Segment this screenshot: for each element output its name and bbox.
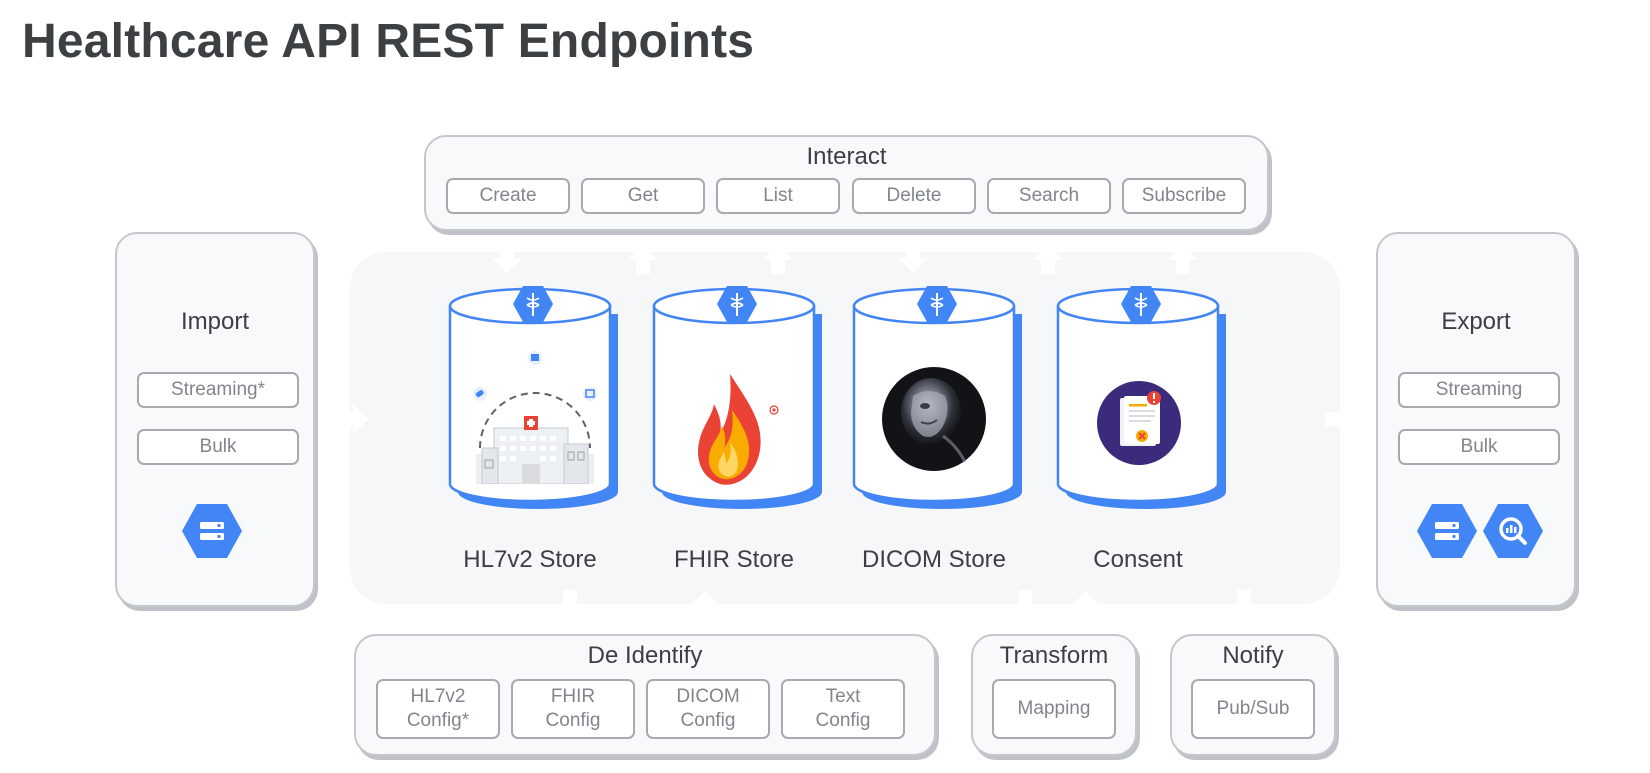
interact-search-button[interactable]: Search bbox=[987, 178, 1111, 214]
page-title: Healthcare API REST Endpoints bbox=[22, 15, 755, 68]
cloud-storage-icon bbox=[182, 504, 242, 558]
dicom-store-label: DICOM Store bbox=[861, 546, 1007, 573]
consent-store-label: Consent bbox=[1093, 546, 1183, 573]
fhir-config-button[interactable]: FHIR Config bbox=[511, 679, 635, 739]
import-bulk-button[interactable]: Bulk bbox=[137, 429, 299, 465]
arrow-right-icon bbox=[338, 404, 369, 434]
arrow-up-icon bbox=[690, 591, 720, 620]
notify-title: Notify bbox=[1222, 642, 1284, 669]
fhir-flame-icon bbox=[698, 374, 779, 485]
arrow-up-icon bbox=[763, 245, 793, 274]
interact-list-button[interactable]: List bbox=[716, 178, 840, 214]
bigquery-icon bbox=[1483, 504, 1543, 558]
healthcare-api-icon bbox=[917, 286, 957, 322]
export-panel: Export bbox=[1376, 232, 1576, 607]
dicom-config-button[interactable]: DICOM Config bbox=[646, 679, 770, 739]
arrow-down-icon bbox=[1229, 590, 1259, 619]
interact-delete-button[interactable]: Delete bbox=[852, 178, 976, 214]
text-config-button[interactable]: Text Config bbox=[781, 679, 905, 739]
arrow-up-icon bbox=[1168, 245, 1198, 274]
interact-title: Interact bbox=[806, 143, 887, 170]
interact-subscribe-button[interactable]: Subscribe bbox=[1122, 178, 1246, 214]
healthcare-api-icon bbox=[1121, 286, 1161, 322]
fhir-store-label: FHIR Store bbox=[673, 546, 795, 573]
arrow-down-icon bbox=[898, 244, 928, 273]
arrow-right-icon bbox=[1325, 404, 1356, 434]
transform-title: Transform bbox=[999, 642, 1109, 669]
import-streaming-button[interactable]: Streaming* bbox=[137, 372, 299, 408]
arrow-down-icon bbox=[1010, 590, 1040, 619]
deidentify-title: De Identify bbox=[587, 642, 703, 669]
arrow-up-icon bbox=[628, 245, 658, 274]
arrow-up-icon bbox=[1071, 591, 1101, 620]
consent-document-icon bbox=[1097, 381, 1181, 465]
import-title: Import bbox=[180, 308, 249, 335]
arrow-down-icon bbox=[555, 590, 585, 619]
mapping-button[interactable]: Mapping bbox=[992, 679, 1116, 739]
cloud-storage-icon bbox=[1417, 504, 1477, 558]
arrow-down-icon bbox=[492, 244, 522, 273]
ultrasound-image-icon bbox=[882, 367, 986, 471]
hospital-icon bbox=[471, 349, 599, 484]
export-bulk-button[interactable]: Bulk bbox=[1398, 429, 1560, 465]
healthcare-api-icon bbox=[513, 286, 553, 322]
pubsub-button[interactable]: Pub/Sub bbox=[1191, 679, 1315, 739]
hl7v2-config-button[interactable]: HL7v2 Config* bbox=[376, 679, 500, 739]
healthcare-api-icon bbox=[717, 286, 757, 322]
export-streaming-button[interactable]: Streaming bbox=[1398, 372, 1560, 408]
interact-get-button[interactable]: Get bbox=[581, 178, 705, 214]
interact-create-button[interactable]: Create bbox=[446, 178, 570, 214]
arrow-up-icon bbox=[1033, 245, 1063, 274]
export-title: Export bbox=[1441, 308, 1511, 335]
hl7v2-store-label: HL7v2 Store bbox=[463, 546, 597, 573]
